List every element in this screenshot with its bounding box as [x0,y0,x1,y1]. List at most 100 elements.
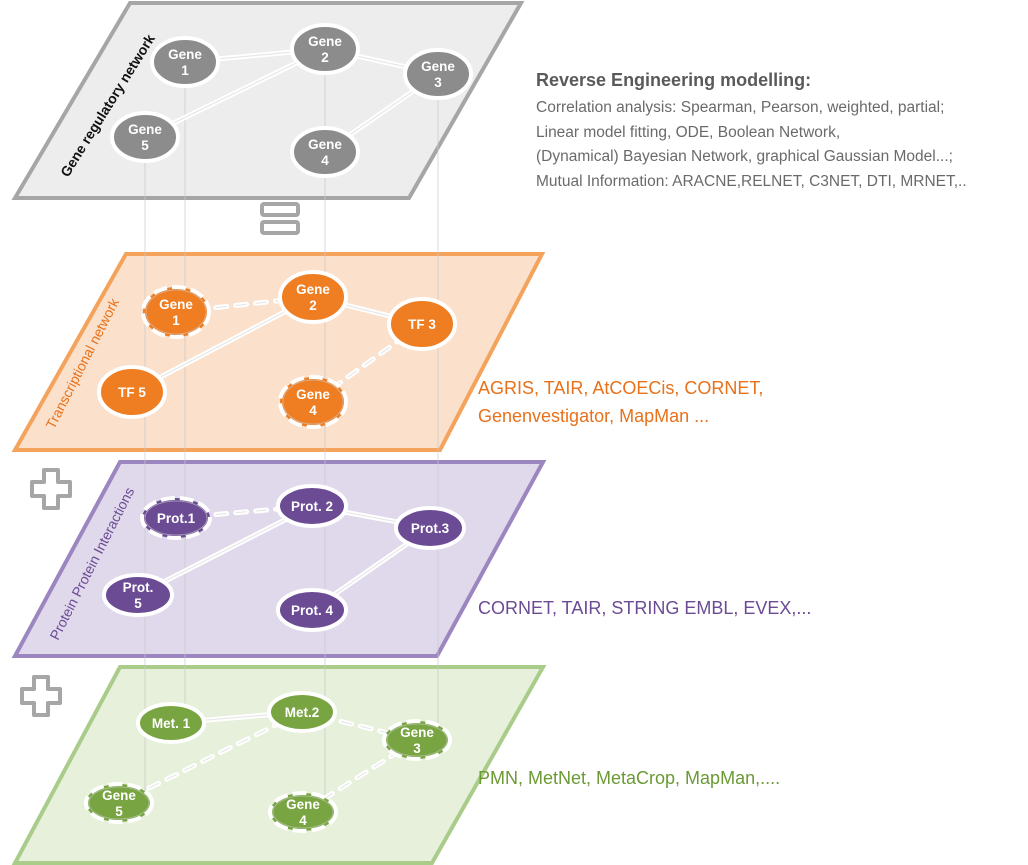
ppi-node-label: Prot. [123,580,154,595]
tn-node-t5: TF 5 [97,365,167,419]
ppi-node-label: Prot. 2 [291,499,333,514]
plus-icon [30,468,72,510]
reverse-engineering-title: Reverse Engineering modelling: [536,70,812,90]
grn-node-shape [290,126,360,178]
ppi-node-ring [144,500,208,536]
ppi-databases: CORNET, TAIR, STRING EMBL, EVEX,... [478,598,812,618]
met-databases: PMN, MetNet, MetaCrop, MapMan,.... [478,768,781,788]
ppi-node-shape [276,588,348,632]
met-node-label: Gene [286,797,320,812]
met-node-label: Gene [102,788,136,803]
grn-node-shape [150,36,220,88]
tn-node-label: TF 3 [408,317,436,332]
grn-node-label: Gene [168,47,202,62]
ppi-edge-p2-p5 [135,503,315,598]
tn-node-label: 1 [172,313,180,328]
ppi-node-shape [102,573,174,617]
tn-node-t3: TF 3 [387,297,457,351]
met-node-shape [136,702,206,744]
met-edge-m2-m5 [116,709,305,806]
plus-icon [20,675,62,717]
grn-node-shape [403,48,473,100]
ppi-node-label: Prot.3 [411,521,450,536]
met-node-ring [272,795,334,829]
grn-node-shape [110,111,180,163]
grn-node-label: 3 [434,75,442,90]
met-edge-shadow [118,711,303,804]
tn-node-label: 4 [309,403,317,418]
ppi-node-p3: Prot.3 [394,506,466,550]
ppi-edge-shadow [137,505,313,596]
tn-node-shape [141,285,211,339]
grn-node-label: 2 [321,50,329,65]
reverse-engineering-line: Mutual Information: ARACNE,RELNET, C3NET… [536,173,967,190]
ppi-node-shape [276,484,348,528]
reverse-engineering-line: (Dynamical) Bayesian Network, graphical … [536,148,953,165]
ppi-node-p1: Prot.1 [140,496,212,540]
grn-edge-shadow [144,48,326,138]
tn-node-shape [387,297,457,351]
ppi-node-label: Prot. 4 [291,603,334,618]
tn-node-label: 2 [309,298,317,313]
grn-node-shape [290,23,360,75]
met-node-label: Gene [400,725,434,740]
met-node-shape [267,691,337,733]
tn-edge-t2-t5 [129,294,316,395]
grn-plane [11,1,525,200]
tn-edge-shadow [131,296,314,393]
met-node-shape [382,719,452,761]
grn-node-label: Gene [308,34,342,49]
tn-node-ring [145,289,207,335]
met-node-shape [268,791,338,833]
equals-icon [260,202,300,235]
ppi-node-label: Prot.1 [157,511,196,526]
ppi-node-shape [140,496,212,540]
grn-node-label: 4 [321,153,329,168]
grn-edge-g2-g5 [142,46,328,140]
ppi-node-shape [394,506,466,550]
met-node-shape [84,782,154,824]
met-node-label: 3 [413,741,421,756]
met-node-label: Met. 1 [152,716,191,731]
tn-databases: AGRIS, TAIR, AtCOECis, CORNET, [478,378,764,398]
met-node-m1: Met. 1 [136,702,206,744]
tn-node-label: Gene [159,297,193,312]
grn-node-label: Gene [308,137,342,152]
grn-node-label: Gene [128,122,162,137]
met-node-ring [386,723,448,757]
met-node-ring [88,786,150,820]
met-node-m2: Met.2 [267,691,337,733]
tn-node-label: TF 5 [118,385,146,400]
reverse-engineering-line: Correlation analysis: Spearman, Pearson,… [536,99,945,116]
tn-node-label: Gene [296,387,330,402]
tn-databases-line-2: Genenvestigator, MapMan ... [478,406,710,426]
ppi-node-p4: Prot. 4 [276,588,348,632]
tn-node-shape [278,375,348,429]
ppi-node-p5: Prot.5 [102,573,174,617]
ppi-node-p2: Prot. 2 [276,484,348,528]
tn-node-shape [97,365,167,419]
tn-node-label: Gene [296,282,330,297]
grn-node-label: 1 [181,63,189,78]
tn-node-ring [282,379,344,425]
met-node-label: 4 [299,813,307,828]
tn-node-shape [278,270,348,324]
reverse-engineering-line: Linear model fitting, ODE, Boolean Netwo… [536,124,841,141]
grn-node-label: Gene [421,59,455,74]
met-node-label: 5 [115,804,123,819]
ppi-node-label: 5 [134,596,142,611]
grn-node-label: 5 [141,138,149,153]
met-node-label: Met.2 [285,705,320,720]
